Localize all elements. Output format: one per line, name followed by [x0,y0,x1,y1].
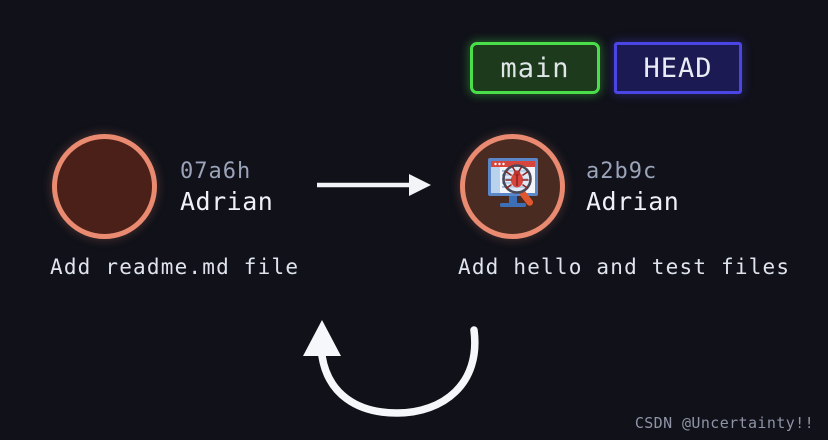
commit-hash: 07a6h [180,159,252,184]
commit-meta-07a6h: 07a6h Adrian [180,158,273,218]
watermark: CSDN @Uncertainty!! [634,414,814,432]
revert-curved-arrow-icon [303,320,479,417]
bug-testing-monitor-icon [487,157,538,207]
ref-badge-main-label: main [500,52,570,84]
commit-author: Adrian [586,187,680,217]
commit-author: Adrian [180,187,274,217]
commit-message: Add readme.md file [50,255,300,279]
ref-badge-head[interactable]: HEAD [614,42,742,94]
ref-badge-main[interactable]: main [470,42,600,94]
commit-node-07a6h[interactable] [52,134,157,239]
ref-badge-head-label: HEAD [643,52,713,84]
commit-node-a2b9c[interactable] [460,134,565,239]
commit-message: Add hello and test files [458,255,791,279]
commit-meta-a2b9c: a2b9c Adrian [586,158,679,218]
forward-arrow-icon [317,174,431,196]
commit-hash: a2b9c [586,159,658,184]
